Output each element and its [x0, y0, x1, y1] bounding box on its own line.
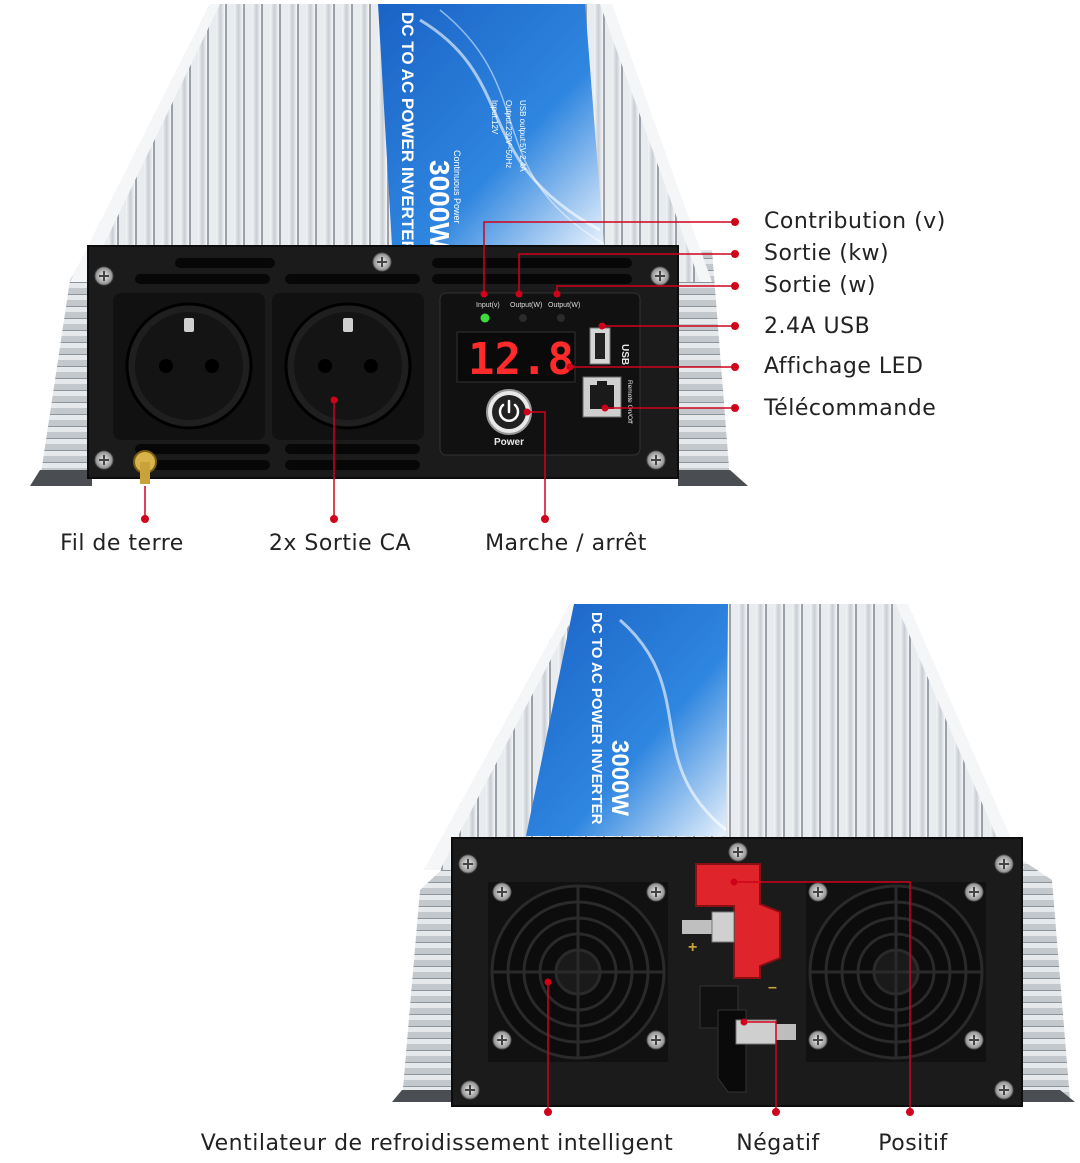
callout-label-ac-outputs: 2x Sortie CA [268, 531, 412, 556]
callout-dots [141, 218, 914, 1116]
callout-label-output-w: Sortie (w) [764, 273, 876, 298]
svg-text:DC TO AC POWER INVERTER: DC TO AC POWER INVERTER [588, 612, 605, 825]
plus-sign: + [688, 939, 697, 956]
product-output-spec: Output:230V~50Hz [504, 100, 513, 168]
product-usb-spec: USB output:5V 2.4A [518, 100, 527, 172]
fan-icon [488, 882, 668, 1062]
led-display-value: 12.8 [468, 334, 574, 385]
svg-text:3000W: 3000W [606, 740, 633, 816]
indicator-input-label: Input(v) [476, 302, 500, 309]
callout-label-ground-wire: Fil de terre [60, 531, 184, 556]
output-kw-indicator-led [519, 314, 527, 322]
usb-icon [589, 327, 611, 365]
callout-label-cooling-fan: Ventilateur de refroidissement intellige… [200, 1131, 674, 1156]
fan-icon [806, 882, 986, 1062]
ground-terminal-icon [133, 450, 157, 484]
schuko-socket-icon [113, 293, 265, 440]
minus-sign: – [768, 979, 777, 996]
product-continuous: Continuous Power [452, 150, 462, 224]
callout-label-led-display: Affichage LED [764, 354, 924, 379]
callout-label-usb: 2.4A USB [764, 314, 871, 339]
power-label: Power [494, 437, 524, 448]
output-w-indicator-led [557, 314, 565, 322]
positive-terminal-icon [682, 863, 781, 979]
indicator-output-kw-label: Output(W) [510, 302, 542, 309]
usb-port-label: USB [619, 344, 630, 365]
negative-terminal-icon [699, 985, 796, 1093]
callout-label-positive: Positif [878, 1131, 948, 1156]
input-indicator-led [480, 313, 490, 323]
remote-label: Remote On/Off [626, 380, 633, 424]
rj11-port-icon [582, 376, 622, 418]
inverter-front-view: DC TO AC POWER INVERTER 3000W Continuous… [30, 4, 748, 486]
callout-label-output-kw: Sortie (kw) [764, 241, 890, 266]
indicator-output-w-label: Output(W) [548, 302, 580, 309]
callout-label-remote: Télécommande [764, 396, 937, 421]
callout-label-negative: Négatif [736, 1131, 820, 1156]
product-power: 3000W [424, 160, 455, 249]
inverter-back-view: DC TO AC POWER INVERTER 3000W [392, 604, 1075, 1107]
led-display [456, 331, 576, 383]
callout-label-input-voltage: Contribution (v) [764, 209, 946, 234]
product-title: DC TO AC POWER INVERTER [398, 12, 417, 253]
callout-label-power-switch: Marche / arrêt [485, 531, 647, 556]
schuko-socket-icon [272, 293, 424, 440]
product-input-spec: Input:12V [490, 100, 499, 135]
